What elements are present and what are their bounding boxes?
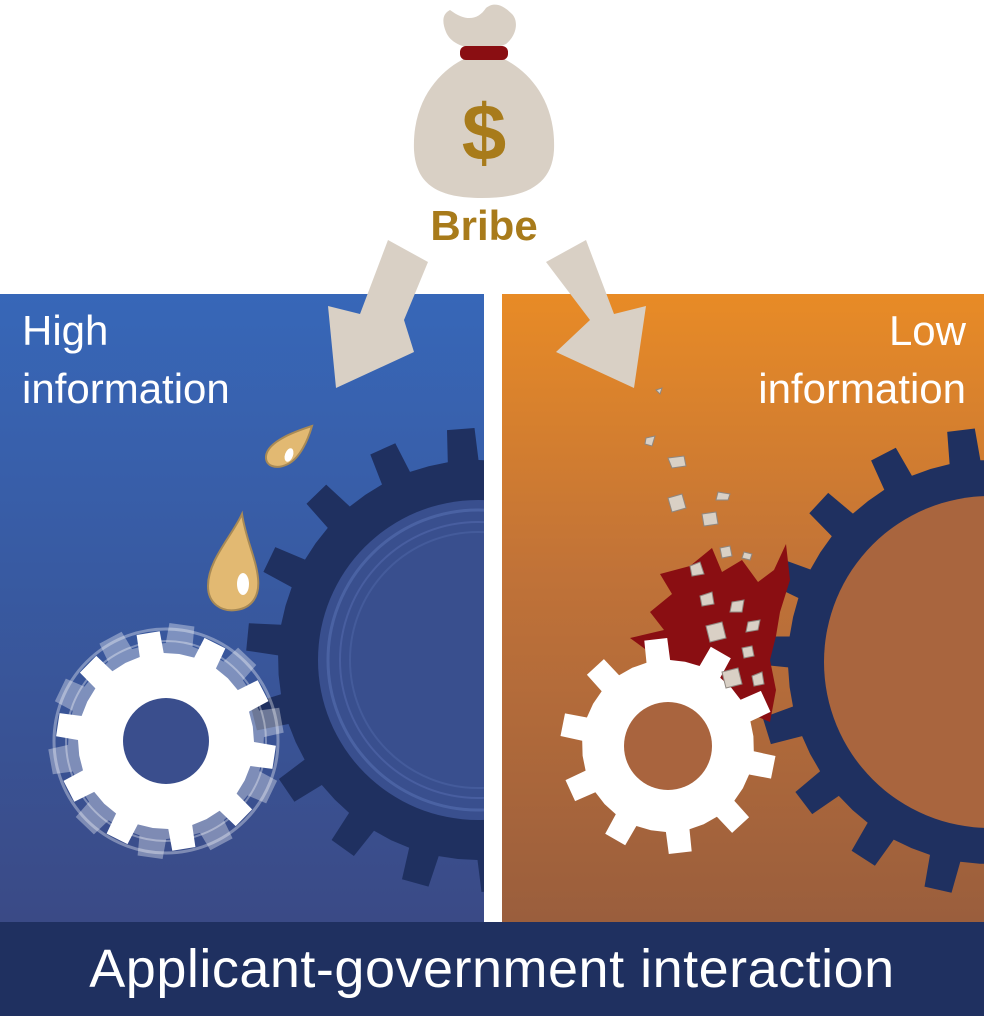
high-information-line1: High <box>22 307 109 354</box>
arrow-down-right-icon <box>546 240 646 388</box>
oil-drop-icon <box>206 510 260 612</box>
oil-drop-icon <box>264 424 314 468</box>
bribe-label: Bribe <box>430 202 538 249</box>
low-information-line2: information <box>758 365 966 412</box>
footer-bar: Applicant-government interaction <box>0 922 984 1016</box>
arrow-down-left-icon <box>328 240 428 388</box>
dollar-sign: $ <box>462 88 507 177</box>
gear-icon <box>756 428 984 893</box>
low-information-line1: Low <box>888 307 966 354</box>
high-information-label: High information <box>22 302 230 418</box>
gear-icon <box>560 638 776 854</box>
footer-title: Applicant-government interaction <box>89 939 895 999</box>
money-bag-icon: $ <box>413 4 555 198</box>
high-information-line2: information <box>22 365 230 412</box>
low-information-label: Low information <box>758 302 966 418</box>
gear-icon <box>246 428 484 892</box>
gear-icon <box>56 631 276 851</box>
debris-icon <box>644 387 765 689</box>
